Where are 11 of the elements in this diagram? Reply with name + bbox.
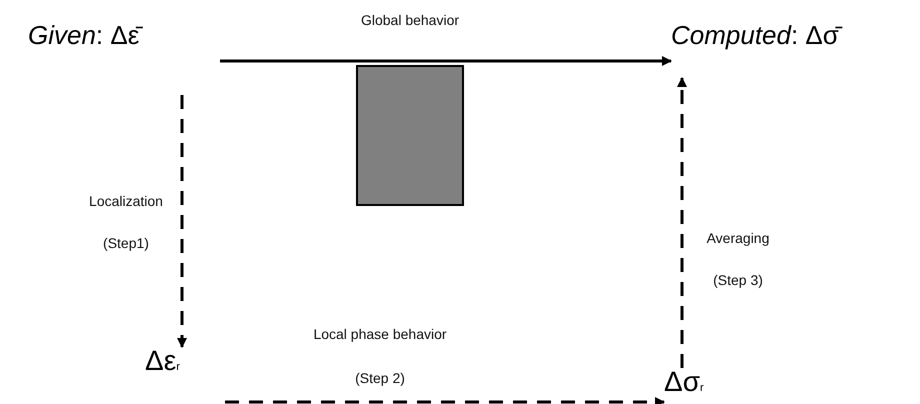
arrow xyxy=(677,77,687,368)
edge-label: Averaging (Step 3) xyxy=(706,229,770,290)
edge-label: Localization (Step1) xyxy=(88,192,164,253)
edge-label: Global behavior xyxy=(360,11,460,30)
edge-label: Local phase behavior (Step 2) xyxy=(312,325,448,388)
arrow xyxy=(220,56,672,66)
shaded-square xyxy=(356,65,464,206)
formula-label: Computed: Δσ̄ xyxy=(671,22,906,78)
formula-label: Given: Δε̄ xyxy=(28,22,220,95)
arrow xyxy=(177,95,187,348)
arrow xyxy=(225,397,665,404)
